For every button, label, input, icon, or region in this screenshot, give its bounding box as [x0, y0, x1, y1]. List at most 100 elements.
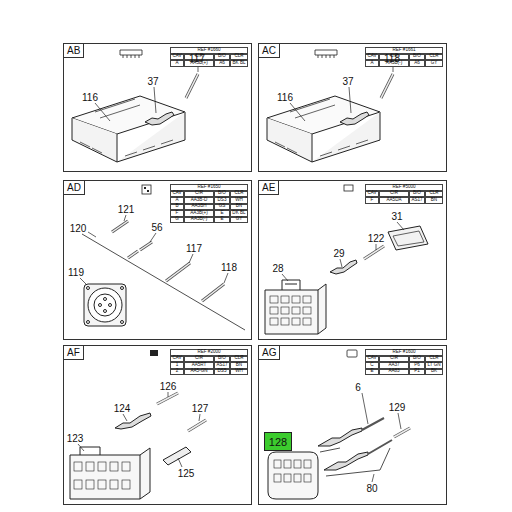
callout-number: 125 — [178, 468, 195, 479]
callout-number: 37 — [147, 76, 158, 87]
terminal-29 — [330, 260, 357, 274]
table-cell: P1 — [409, 369, 425, 376]
callout-number: 124 — [114, 403, 131, 414]
callout-number: 121 — [118, 204, 135, 215]
leader-line — [150, 233, 156, 242]
table-cell: GY — [230, 217, 248, 224]
seal-31 — [388, 226, 428, 250]
pin — [362, 418, 392, 454]
callout-number: 126 — [160, 381, 177, 392]
connector-icon — [150, 350, 158, 356]
terminal — [324, 452, 368, 470]
panel-letter: AE — [259, 181, 279, 195]
highlighted-callout: 128 — [264, 432, 292, 451]
callout-number: 29 — [333, 248, 344, 259]
pin — [186, 74, 198, 98]
table-cell: AA83 — [379, 369, 409, 376]
table-cell: DS5 — [214, 369, 230, 376]
leader-line — [123, 414, 127, 421]
connector-icon — [120, 50, 142, 58]
table-cell: AS17 — [409, 197, 425, 204]
callout-number: 118 — [221, 262, 237, 273]
leader-line — [199, 414, 200, 421]
connector-119-flange — [84, 284, 126, 326]
panel-letter: AC — [259, 44, 280, 58]
table-cell: A6 — [214, 60, 230, 67]
leader-line — [189, 254, 193, 263]
table-cell: GY — [425, 60, 443, 67]
leader-line — [376, 244, 377, 250]
table-cell: BK BL — [230, 60, 248, 67]
leader-line — [397, 222, 404, 230]
callout-number: 116 — [82, 92, 98, 103]
table-cell: A6 — [409, 60, 425, 67]
connector-detail — [80, 99, 173, 156]
ad-art — [80, 185, 245, 330]
table-cell: A — [170, 60, 184, 67]
callout-number: 117 — [186, 243, 202, 254]
panel-letter: AG — [259, 346, 280, 360]
leader-line — [362, 393, 368, 424]
callout-number: 129 — [389, 402, 406, 413]
terminal-124 — [115, 413, 151, 429]
ae-art — [265, 185, 428, 334]
table-cell: AA3B(-) — [184, 217, 214, 224]
callout-number: 122 — [368, 233, 385, 244]
table-cell: A — [365, 60, 379, 67]
leader-line — [124, 215, 126, 221]
callout-number: 123 — [67, 433, 84, 444]
table-cell: WH — [230, 369, 248, 376]
leader-line — [224, 273, 228, 283]
leader-line — [78, 444, 84, 451]
leader-line — [80, 278, 87, 285]
connector-128 — [268, 452, 318, 499]
leader-line — [95, 103, 110, 121]
table-cell: AA5DA — [379, 197, 409, 204]
table-cell: BN — [425, 197, 443, 204]
callout-number: 119 — [68, 267, 84, 278]
wire-bracket — [82, 234, 245, 330]
wire-bracket — [320, 448, 390, 476]
connector-icon — [344, 185, 353, 191]
callout-number: 80 — [366, 483, 377, 494]
terminal-37 — [145, 112, 174, 125]
table-cell: BK — [425, 369, 443, 376]
callout-number: 118 — [384, 53, 400, 64]
callout-number: 127 — [192, 403, 209, 414]
panel-letter: AD — [64, 181, 85, 195]
leader-line — [340, 259, 342, 267]
callout-number: 117 — [189, 53, 205, 64]
leader-line — [372, 474, 374, 482]
callout-number: 28 — [272, 263, 283, 274]
callout-number: 128 — [269, 436, 287, 448]
sleeve-125 — [163, 447, 191, 465]
leader-line — [282, 274, 288, 281]
callout-number: 6 — [355, 382, 361, 393]
leader-line — [154, 87, 156, 113]
table-cell: F — [365, 197, 379, 204]
table-cell: AA5-GN — [184, 369, 214, 376]
diagram-panel: AE — [258, 180, 447, 340]
pin — [186, 74, 198, 98]
callout-number: 116 — [277, 92, 293, 103]
leader-line — [168, 392, 169, 397]
leader-line — [88, 232, 96, 237]
callout-number: 120 — [70, 223, 87, 234]
terminal — [318, 428, 362, 446]
panel-letter: AF — [64, 346, 84, 360]
connector-icon — [347, 350, 357, 357]
connector-icon — [142, 185, 151, 194]
leader-line — [178, 458, 182, 467]
pin-129 — [394, 428, 410, 437]
table-cell: 2 — [170, 369, 184, 376]
connector-116-art — [72, 50, 198, 162]
callout-number: 37 — [342, 76, 353, 87]
ag-art — [268, 350, 410, 499]
panel-letter: AB — [64, 44, 84, 58]
callout-number: 31 — [391, 211, 402, 222]
table-cell: E — [214, 217, 230, 224]
leader-line — [398, 413, 401, 429]
callout-number: 56 — [151, 222, 162, 233]
connector-28 — [265, 284, 326, 334]
table-cell: E — [365, 369, 379, 376]
